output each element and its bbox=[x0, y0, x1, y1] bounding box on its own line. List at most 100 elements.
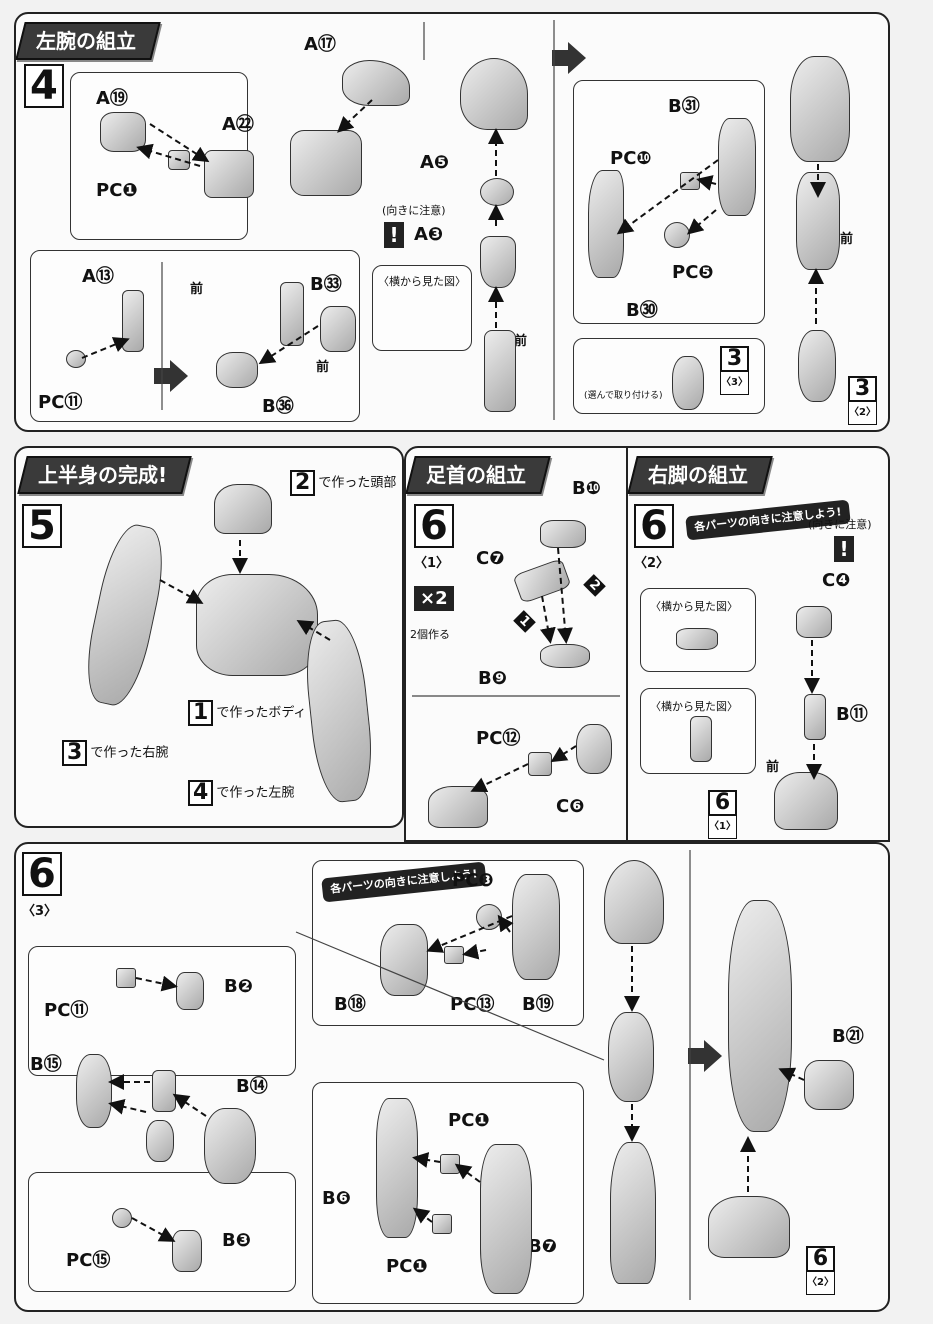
part-forearm-mid bbox=[796, 172, 840, 270]
flow-arrow-leg bbox=[688, 1040, 722, 1072]
caution-note-c4: (向きに注意) bbox=[808, 518, 872, 531]
label-pc15: PC⑮ bbox=[66, 1250, 111, 1271]
label-b21: B㉑ bbox=[832, 1026, 864, 1047]
ref-step-6-1: 6〈1〉 bbox=[708, 790, 737, 839]
part-elbow-joint bbox=[280, 282, 304, 346]
label-pc10: PC❿ bbox=[610, 148, 652, 169]
section-title-upper-body: 上半身の完成! bbox=[17, 456, 192, 494]
label-b33: B㉝ bbox=[310, 274, 342, 295]
section-title-ankle: 足首の組立 bbox=[405, 456, 551, 494]
section-title-left-arm: 左腕の組立 bbox=[15, 22, 161, 60]
label-a22: A㉒ bbox=[222, 114, 254, 135]
part-pc11-leg bbox=[116, 968, 136, 988]
side-view-label-c4: 〈横から見た図〉 bbox=[650, 600, 738, 613]
part-b6 bbox=[376, 1098, 418, 1238]
step-number-6-1: 6 bbox=[414, 504, 454, 548]
step-sub-6-2: 〈2〉 bbox=[634, 556, 670, 571]
part-pc1-leg-bottom bbox=[432, 1214, 452, 1234]
ref-step-3-2: 3〈2〉 bbox=[848, 376, 877, 425]
part-lower-leg bbox=[610, 1142, 656, 1284]
part-foot-attach bbox=[708, 1196, 790, 1258]
step-sub-6-1: 〈1〉 bbox=[414, 556, 450, 571]
label-c4: C❹ bbox=[822, 570, 851, 591]
label-b9: B❾ bbox=[478, 668, 507, 689]
front-label-ankle: 前 bbox=[766, 760, 780, 775]
part-b36 bbox=[216, 352, 258, 388]
label-b19: B⑲ bbox=[522, 994, 554, 1015]
part-pc5 bbox=[664, 222, 690, 248]
label-pc12: PC⑫ bbox=[476, 728, 521, 749]
part-c6 bbox=[576, 724, 612, 774]
part-pc15 bbox=[112, 1208, 132, 1228]
front-label-a3: 前 bbox=[514, 334, 528, 349]
caution-icon-c4: ! bbox=[834, 536, 854, 562]
label-a13: A⑬ bbox=[82, 266, 114, 287]
step-sub-6-3: 〈3〉 bbox=[22, 904, 58, 919]
part-b30 bbox=[588, 170, 624, 278]
label-b10: B❿ bbox=[572, 478, 601, 499]
label-c7: C❼ bbox=[476, 548, 505, 569]
label-c6: C❻ bbox=[556, 796, 585, 817]
part-knee bbox=[604, 860, 664, 944]
subpanel-side-view-a3 bbox=[372, 265, 472, 351]
ref-step-3-3: 3〈3〉 bbox=[720, 346, 749, 395]
multiplier-badge: ×2 bbox=[414, 586, 454, 611]
part-upper-arm bbox=[290, 130, 362, 196]
part-b10 bbox=[540, 520, 586, 548]
label-pc11-leg: PC⑪ bbox=[44, 1000, 89, 1021]
label-b31: B㉛ bbox=[668, 96, 700, 117]
part-a5 bbox=[480, 178, 514, 206]
label-b30: B㉚ bbox=[626, 300, 658, 321]
caution-icon: ! bbox=[384, 222, 404, 248]
label-pc1-leg-bottom: PC❶ bbox=[386, 1256, 428, 1277]
part-pc8 bbox=[476, 904, 502, 930]
part-b19 bbox=[512, 874, 560, 980]
label-pc1: PC❶ bbox=[96, 180, 138, 201]
step-number-4: 4 bbox=[24, 64, 64, 108]
label-b6: B❻ bbox=[322, 1188, 351, 1209]
part-pc1-small bbox=[168, 150, 190, 170]
caution-note: (向きに注意) bbox=[382, 204, 446, 217]
part-body bbox=[196, 574, 318, 676]
part-b15 bbox=[76, 1054, 112, 1128]
flow-arrow-elbow bbox=[154, 360, 188, 392]
part-a19 bbox=[100, 112, 146, 152]
label-pc8: PC❽ bbox=[452, 870, 494, 891]
part-foot bbox=[428, 786, 488, 828]
part-b21 bbox=[804, 1060, 854, 1110]
front-label-forearm: 前 bbox=[840, 232, 854, 247]
part-b2 bbox=[176, 972, 204, 1010]
label-pc5: PC❺ bbox=[672, 262, 714, 283]
subpanel-thigh-joint bbox=[28, 946, 296, 1076]
part-a22 bbox=[204, 150, 254, 198]
side-view-label-b11: 〈横から見た図〉 bbox=[650, 700, 738, 713]
part-thigh-joint-2 bbox=[146, 1120, 174, 1162]
part-hand bbox=[798, 330, 836, 402]
part-b9 bbox=[540, 644, 590, 668]
label-b36: B㊱ bbox=[262, 396, 294, 417]
part-pc12 bbox=[528, 752, 552, 776]
part-ankle-assembled bbox=[774, 772, 838, 830]
side-view-label-a3: 〈横から見た図〉 bbox=[378, 275, 466, 288]
part-pc13 bbox=[444, 946, 464, 964]
ref-step-6-2: 6〈2〉 bbox=[806, 1246, 835, 1295]
part-elbow-assembled bbox=[484, 330, 516, 412]
label-b3: B❸ bbox=[222, 1230, 251, 1251]
part-a17 bbox=[342, 60, 410, 106]
label-pc1-leg-top: PC❶ bbox=[448, 1110, 490, 1131]
part-b11 bbox=[804, 694, 826, 740]
label-a5: A❺ bbox=[420, 152, 450, 173]
front-label-elbow: 前 bbox=[316, 360, 330, 375]
subpanel-pc15 bbox=[28, 1172, 296, 1292]
part-b11-side bbox=[690, 716, 712, 762]
front-label-elbow-top: 前 bbox=[190, 282, 204, 297]
part-b7 bbox=[480, 1144, 532, 1294]
label-b2: B❷ bbox=[224, 976, 253, 997]
part-b14 bbox=[204, 1108, 256, 1184]
part-b31 bbox=[718, 118, 756, 216]
part-pc11 bbox=[66, 350, 86, 368]
part-c4 bbox=[796, 606, 832, 638]
part-pc10 bbox=[680, 172, 700, 190]
